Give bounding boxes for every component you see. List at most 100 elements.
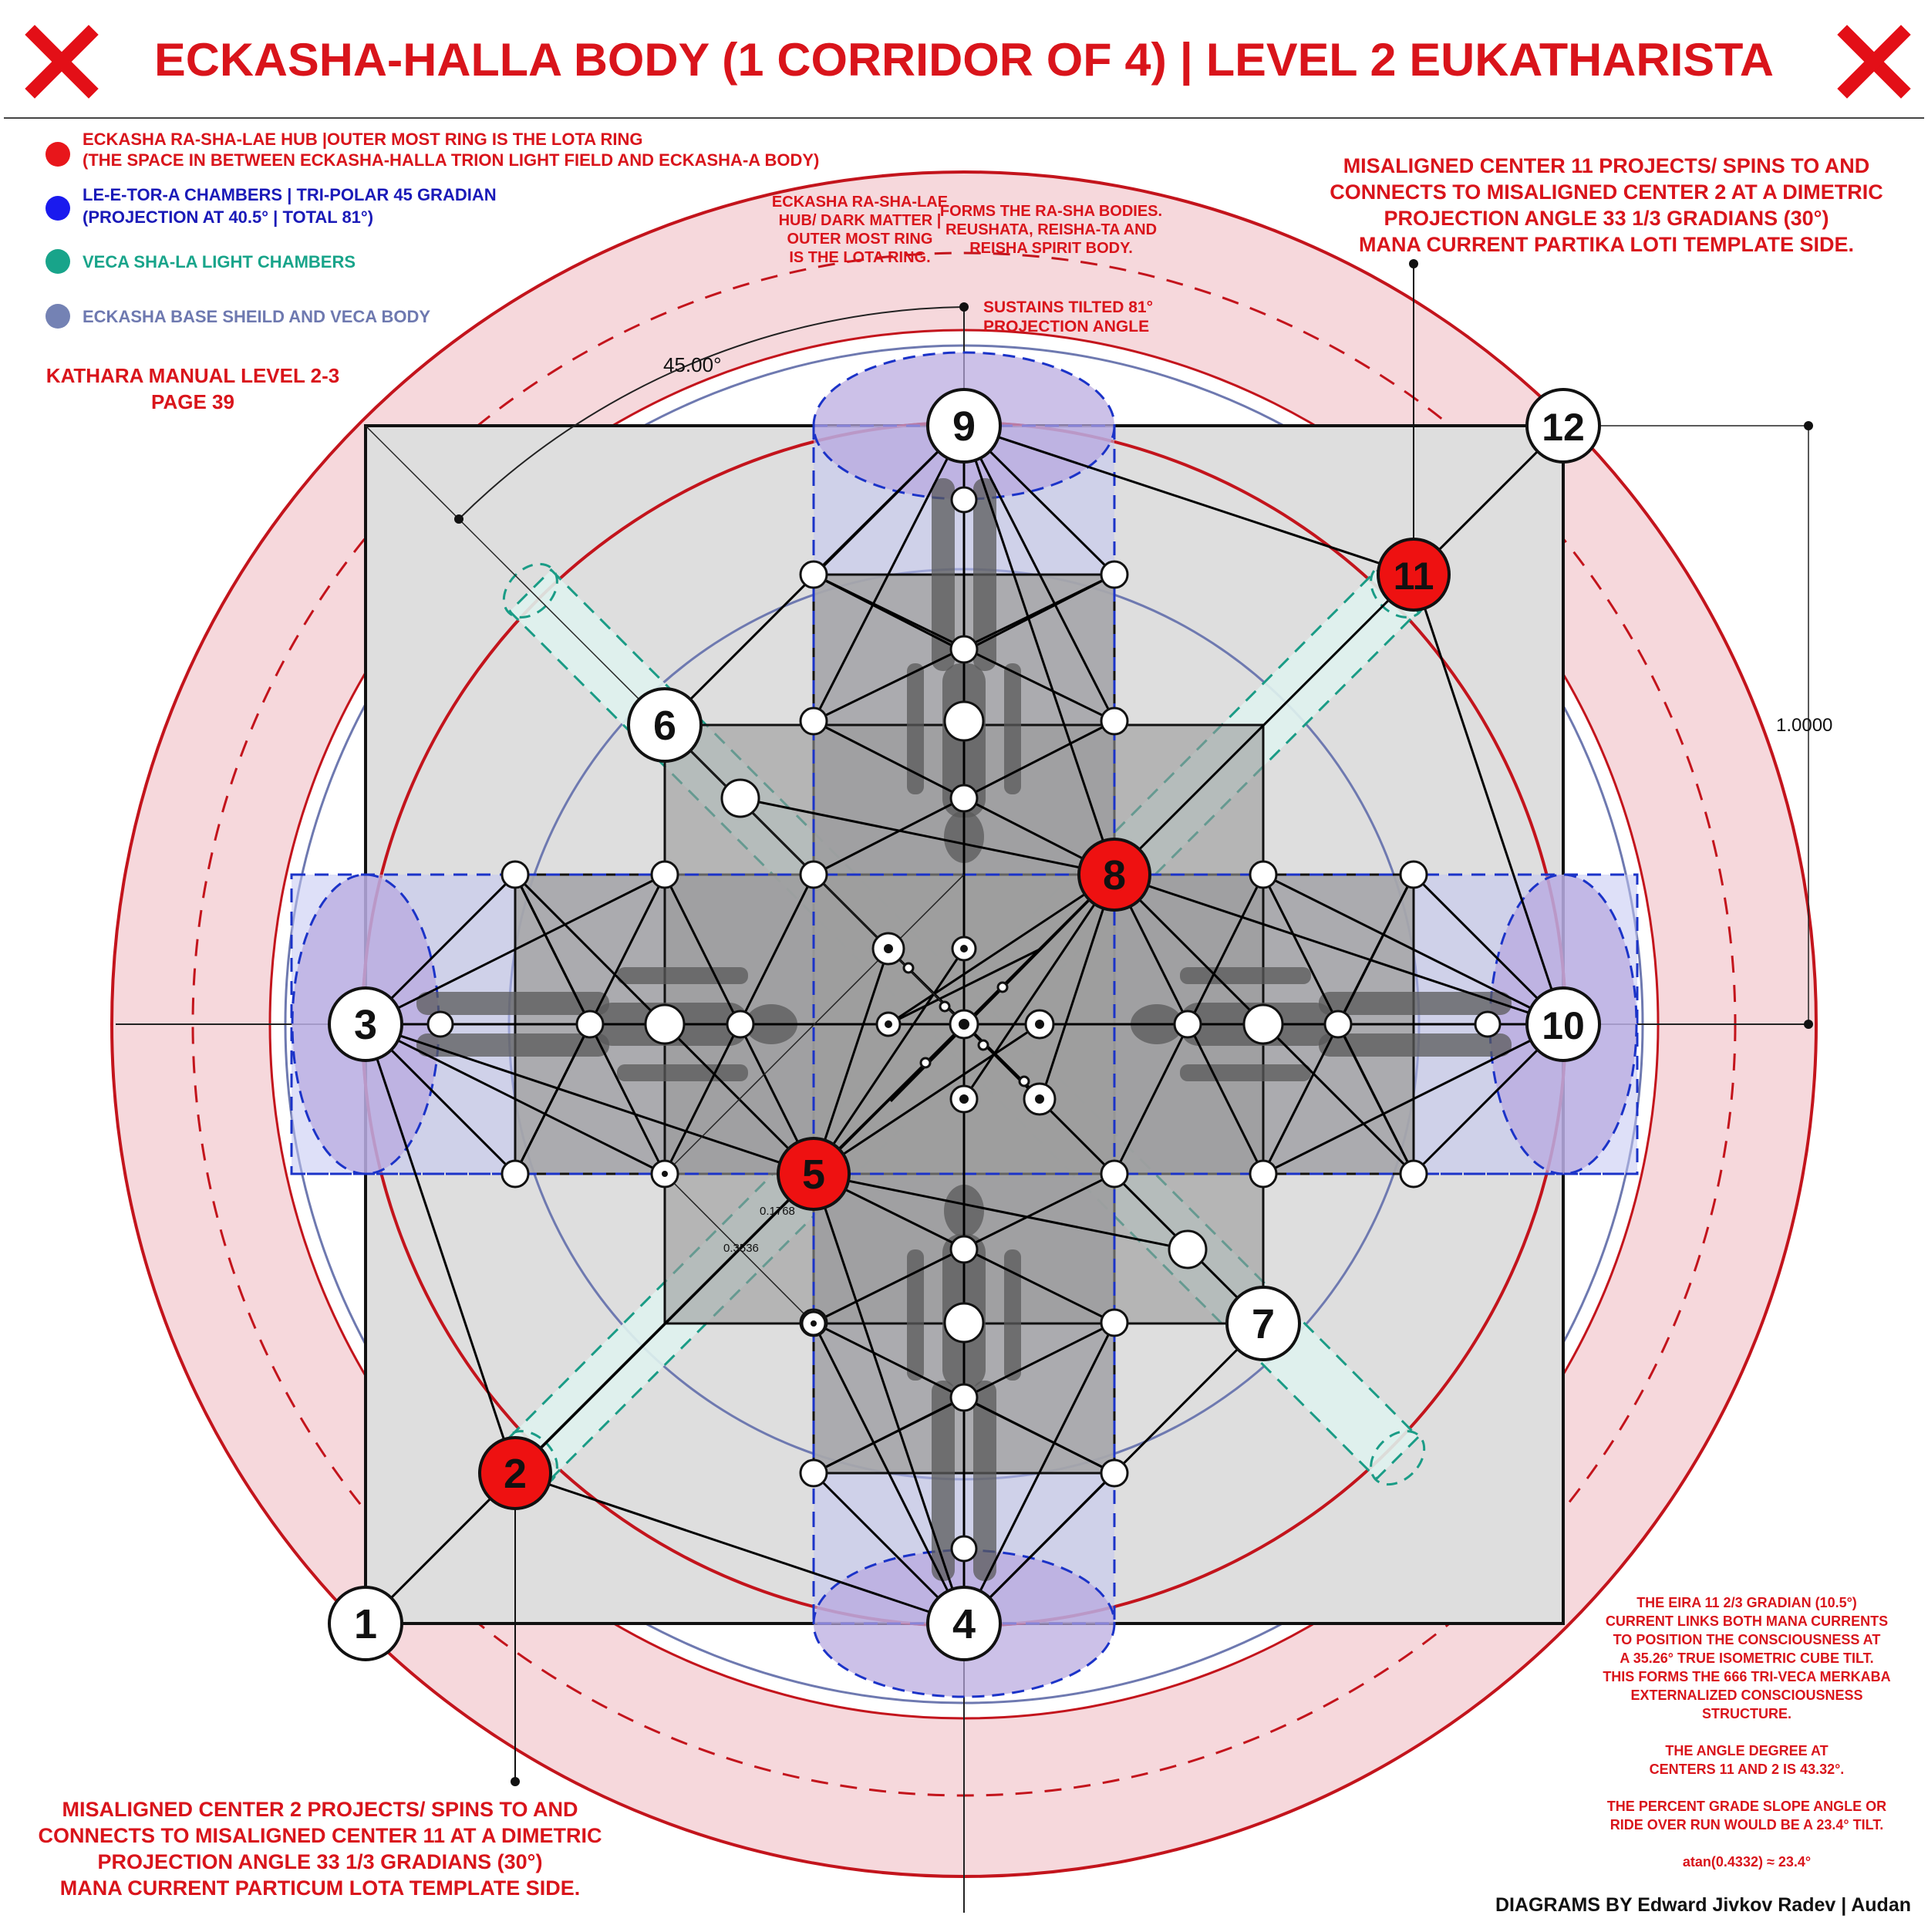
note-line: THE ANGLE DEGREE AT xyxy=(1665,1743,1828,1758)
center-label: 3 xyxy=(354,1002,377,1048)
note-line: A 35.26° TRUE ISOMETRIC CUBE TILT. xyxy=(1620,1650,1873,1666)
page-title: ECKASHA-HALLA BODY (1 CORRIDOR OF 4) | L… xyxy=(154,34,1774,86)
note-line: CURRENT LINKS BOTH MANA CURRENTS xyxy=(1606,1613,1888,1629)
center-6: 6 xyxy=(627,687,703,763)
leader-dot xyxy=(1409,259,1418,268)
silhouette-right xyxy=(1131,967,1512,1081)
legend-item-le-e-tor-a: LE-E-TOR-A CHAMBERS | TRI-POLAR 45 GRADI… xyxy=(46,185,497,227)
small-dimension-label: 0.3536 xyxy=(723,1242,759,1255)
legend-item-eckasha-base: ECKASHA BASE SHEILD AND VECA BODY xyxy=(46,304,430,329)
center-label: 5 xyxy=(802,1151,825,1198)
legend-item-ra-sha-lae-hub: ECKASHA RA-SHA-LAE HUB |OUTER MOST RING … xyxy=(46,130,819,170)
center-node xyxy=(1377,538,1451,612)
dim-endpoint xyxy=(1804,1020,1813,1029)
hub-note-line: HUB/ DARK MATTER | xyxy=(779,212,942,229)
note-line: MANA CURRENT PARTICUM LOTA TEMPLATE SIDE… xyxy=(60,1876,580,1900)
legend-label: (PROJECTION AT 40.5° | TOTAL 81°) xyxy=(83,207,373,227)
center-label: 8 xyxy=(1103,852,1126,899)
legend-label: (THE SPACE IN BETWEEN ECKASHA-HALLA TRIO… xyxy=(83,150,819,170)
center-12: 12 xyxy=(1525,388,1601,464)
annotations: ECKASHA RA-SHA-LAE HUB/ DARK MATTER | OU… xyxy=(663,194,1832,1255)
hub-note-line: IS THE LOTA RING. xyxy=(789,249,930,266)
sustains-note-line: PROJECTION ANGLE xyxy=(983,318,1149,335)
center-7: 7 xyxy=(1225,1286,1301,1361)
silhouette-left xyxy=(416,967,797,1081)
legend-label: ECKASHA RA-SHA-LAE HUB |OUTER MOST RING … xyxy=(83,130,642,149)
center-label: 6 xyxy=(653,703,676,749)
note-line: MANA CURRENT PARTIKA LOTI TEMPLATE SIDE. xyxy=(1359,233,1854,256)
legend: ECKASHA RA-SHA-LAE HUB |OUTER MOST RING … xyxy=(46,130,819,413)
dim-endpoint xyxy=(959,302,969,312)
center-label: 9 xyxy=(952,403,976,450)
close-icon-left[interactable] xyxy=(25,25,99,99)
legend-label: ECKASHA BASE SHEILD AND VECA BODY xyxy=(83,307,430,326)
note-line: EXTERNALIZED CONSCIOUSNESS xyxy=(1630,1688,1862,1703)
top-right-note: MISALIGNED CENTER 11 PROJECTS/ SPINS TO … xyxy=(1330,154,1883,256)
legend-swatch xyxy=(46,142,70,167)
center-node xyxy=(926,388,1002,464)
center-label: 2 xyxy=(504,1451,527,1497)
center-label: 11 xyxy=(1394,555,1434,598)
reference-line: KATHARA MANUAL LEVEL 2-3 xyxy=(46,364,339,387)
center-label: 10 xyxy=(1542,1004,1585,1047)
note-line: RIDE OVER RUN WOULD BE A 23.4° TILT. xyxy=(1610,1817,1884,1833)
rasha-note-line: REUSHATA, REISHA-TA AND xyxy=(945,221,1157,238)
center-node xyxy=(1225,1286,1301,1361)
silhouette-top xyxy=(907,478,1021,863)
center-label: 12 xyxy=(1542,406,1585,449)
bottom-right-note: THE EIRA 11 2/3 GRADIAN (10.5°) CURRENT L… xyxy=(1603,1595,1890,1870)
minor-nodes xyxy=(426,486,1502,1563)
human-silhouettes xyxy=(416,478,1512,1581)
legend-label: VECA SHA-LA LIGHT CHAMBERS xyxy=(83,252,356,271)
center-node xyxy=(478,1436,552,1510)
bottom-left-note: MISALIGNED CENTER 2 PROJECTS/ SPINS TO A… xyxy=(38,1798,602,1900)
note-line: STRUCTURE. xyxy=(1702,1706,1791,1721)
center-3: 3 xyxy=(328,986,403,1062)
note-line: atan(0.4332) ≈ 23.4° xyxy=(1683,1854,1811,1870)
dim-endpoint xyxy=(1804,421,1813,430)
center-5: 5 xyxy=(777,1137,851,1211)
legend-swatch xyxy=(46,249,70,274)
note-line: MISALIGNED CENTER 2 PROJECTS/ SPINS TO A… xyxy=(62,1798,578,1821)
leader-dot xyxy=(511,1777,520,1786)
leader-lines xyxy=(514,264,1414,1782)
center-node xyxy=(328,986,403,1062)
rasha-note-line: REISHA SPIRIT BODY. xyxy=(969,240,1133,257)
dim-endpoint xyxy=(454,514,463,524)
close-icon-right[interactable] xyxy=(1837,25,1911,99)
center-label: 1 xyxy=(354,1601,377,1647)
center-node xyxy=(777,1137,851,1211)
note-line: MISALIGNED CENTER 11 PROJECTS/ SPINS TO … xyxy=(1343,154,1870,177)
note-line: THIS FORMS THE 666 TRI-VECA MERKABA xyxy=(1603,1669,1890,1684)
hub-note-line: ECKASHA RA-SHA-LAE xyxy=(772,194,948,211)
center-label: 7 xyxy=(1252,1301,1275,1347)
center-8: 8 xyxy=(1077,838,1151,912)
center-label: 4 xyxy=(952,1601,976,1647)
note-line: PROJECTION ANGLE 33 1/3 GRADIANS (30°) xyxy=(98,1850,543,1873)
small-dimension-label: 0.1768 xyxy=(760,1205,795,1218)
note-line: THE PERCENT GRADE SLOPE ANGLE OR xyxy=(1607,1799,1886,1814)
legend-swatch xyxy=(46,196,70,221)
center-2: 2 xyxy=(478,1436,552,1510)
note-line: THE EIRA 11 2/3 GRADIAN (10.5°) xyxy=(1636,1595,1857,1610)
header: ECKASHA-HALLA BODY (1 CORRIDOR OF 4) | L… xyxy=(4,25,1924,119)
center-1: 1 xyxy=(328,1586,403,1661)
center-node xyxy=(1525,388,1601,464)
sustains-note-line: SUSTAINS TILTED 81° xyxy=(983,298,1153,316)
center-node xyxy=(627,687,703,763)
center-11: 11 xyxy=(1377,538,1451,612)
hub-note-line: OUTER MOST RING xyxy=(787,231,933,248)
reference-line: PAGE 39 xyxy=(151,390,234,413)
inner-core-dots xyxy=(662,944,1044,1327)
credit: DIAGRAMS BY Edward Jivkov Radev | Audan xyxy=(1495,1894,1911,1916)
center-9: 9 xyxy=(926,388,1002,464)
note-line: PROJECTION ANGLE 33 1/3 GRADIANS (30°) xyxy=(1384,207,1829,230)
center-node xyxy=(1525,986,1601,1062)
legend-label: LE-E-TOR-A CHAMBERS | TRI-POLAR 45 GRADI… xyxy=(83,185,497,204)
center-node xyxy=(926,1586,1002,1661)
center-4: 4 xyxy=(926,1586,1002,1661)
note-line: TO POSITION THE CONSCIOUSNESS AT xyxy=(1613,1632,1881,1647)
